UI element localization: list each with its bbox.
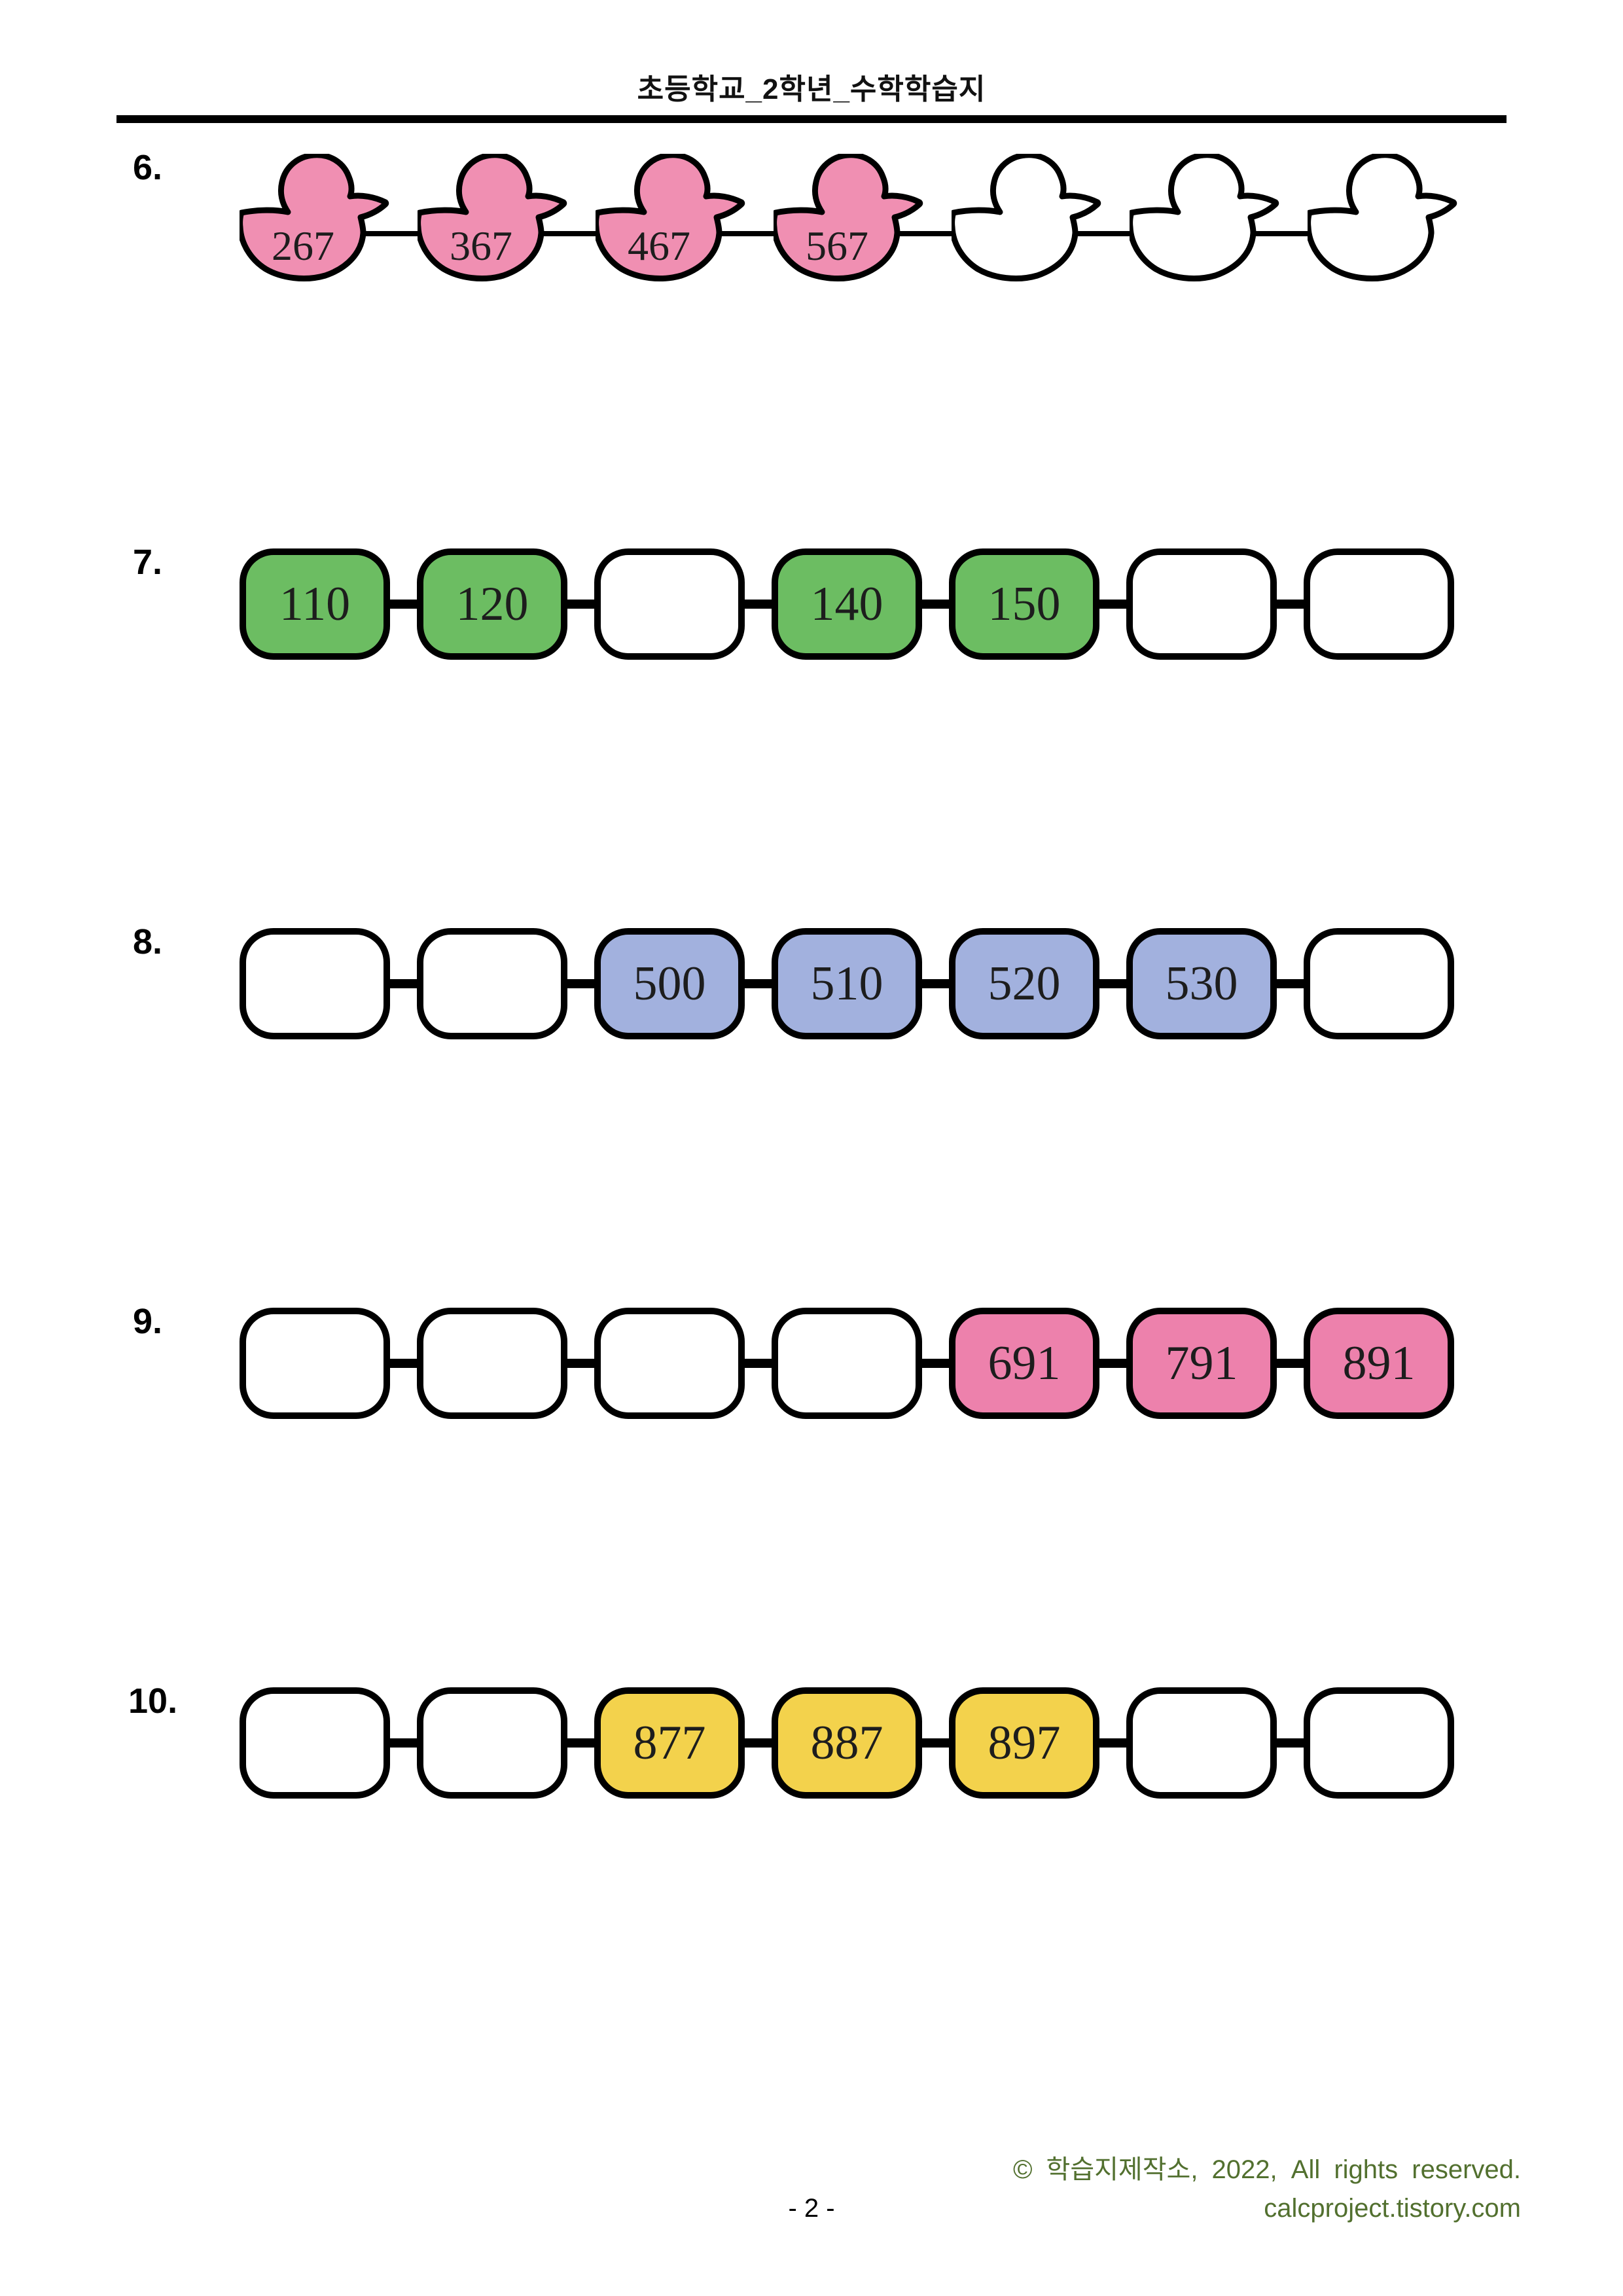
problem-10-number: 10. [128, 1681, 178, 1721]
number-box: 110 [240, 548, 390, 660]
page-title: 초등학교_2학년_수학학습지 [637, 73, 986, 105]
box-value: 877 [633, 1716, 706, 1770]
number-box: 140 [772, 548, 922, 660]
problem-9-number: 9. [133, 1302, 163, 1341]
duck-icon [1127, 152, 1279, 281]
box-value: 791 [1165, 1336, 1238, 1390]
number-box-blank [240, 928, 390, 1039]
number-box-blank [240, 1687, 390, 1799]
duck-value: 467 [628, 223, 690, 269]
number-box: 500 [594, 928, 745, 1039]
problem-10: 10. 877 887 897 [0, 1683, 1623, 1799]
box-value: 510 [810, 957, 883, 1011]
problem-8: 8. 500 510 520 530 [0, 924, 1623, 1039]
header-rule [116, 115, 1507, 123]
duck-icon [237, 152, 389, 281]
duck-icon [771, 152, 923, 281]
footer-site-url: calcproject.tistory.com [1264, 2194, 1521, 2223]
number-box: 877 [594, 1687, 745, 1799]
number-box-blank [417, 1687, 567, 1799]
number-box: 510 [772, 928, 922, 1039]
duck-cell-blank [949, 152, 1103, 282]
duck-value: 367 [450, 223, 512, 269]
number-box-blank [1304, 1687, 1454, 1799]
number-box-blank [240, 1308, 390, 1419]
box-value: 887 [810, 1716, 883, 1770]
number-box-blank [772, 1308, 922, 1419]
problem-6: 6. 267 367 467 567 [0, 150, 1623, 282]
problem-6-number: 6. [133, 148, 163, 187]
number-box: 120 [417, 548, 567, 660]
box-value: 120 [455, 577, 529, 631]
box-value: 897 [988, 1716, 1061, 1770]
problem-7: 7. 110 120 140 150 [0, 543, 1623, 660]
number-box: 887 [772, 1687, 922, 1799]
box-value: 891 [1342, 1336, 1416, 1390]
number-box-blank [1304, 928, 1454, 1039]
number-box: 691 [949, 1308, 1099, 1419]
number-box: 150 [949, 548, 1099, 660]
duck-cell: 567 [771, 152, 925, 282]
duck-cell-blank [1305, 152, 1459, 282]
number-box-blank [1126, 548, 1277, 660]
number-box-blank [594, 548, 745, 660]
number-box: 520 [949, 928, 1099, 1039]
box-value: 691 [988, 1336, 1061, 1390]
box-value: 530 [1165, 957, 1238, 1011]
problem-9: 9. 691 791 891 [0, 1304, 1623, 1419]
box-value: 110 [279, 577, 351, 631]
duck-icon [593, 152, 745, 281]
duck-cell-blank [1127, 152, 1281, 282]
box-value: 500 [633, 957, 706, 1011]
duck-cell: 367 [415, 152, 569, 282]
box-value: 150 [988, 577, 1061, 631]
problem-8-number: 8. [133, 922, 163, 961]
number-box: 791 [1126, 1308, 1277, 1419]
box-value: 140 [810, 577, 883, 631]
number-box: 897 [949, 1687, 1099, 1799]
duck-icon [415, 152, 567, 281]
number-box-blank [1304, 548, 1454, 660]
duck-cell: 267 [237, 152, 391, 282]
duck-value: 567 [806, 223, 868, 269]
duck-icon [1305, 152, 1457, 281]
duck-icon [949, 152, 1101, 281]
page-number: - 2 - [788, 2194, 835, 2223]
number-box-blank [594, 1308, 745, 1419]
problem-7-number: 7. [133, 543, 163, 582]
number-box: 891 [1304, 1308, 1454, 1419]
footer-copyright: © 학습지제작소, 2022, All rights reserved. [1012, 2155, 1521, 2184]
number-box-blank [417, 928, 567, 1039]
number-box-blank [417, 1308, 567, 1419]
number-box: 530 [1126, 928, 1277, 1039]
duck-value: 267 [272, 223, 334, 269]
duck-cell: 467 [593, 152, 747, 282]
box-value: 520 [988, 957, 1061, 1011]
number-box-blank [1126, 1687, 1277, 1799]
